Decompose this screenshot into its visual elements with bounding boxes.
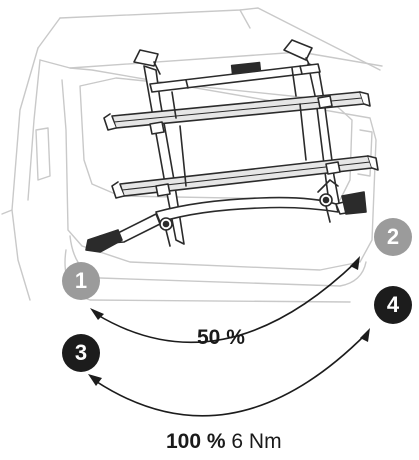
- first-pass-label: 50 %: [197, 326, 245, 349]
- arrowhead-left-first: [90, 308, 104, 320]
- arrowhead-right-first: [350, 256, 360, 270]
- final-pass-percent: 100 %: [166, 430, 226, 453]
- arc-final-pass: [93, 333, 367, 417]
- tightening-arcs: [88, 256, 370, 417]
- arrowhead-left-final: [88, 374, 102, 386]
- arc-first-pass: [95, 261, 357, 344]
- carrier-frame: [85, 39, 379, 253]
- step-3-badge: 3: [62, 334, 100, 372]
- final-pass-torque: 6 Nm: [231, 430, 282, 453]
- final-pass-label: 100 % 6 Nm: [166, 430, 282, 454]
- arrowhead-right-final: [360, 328, 370, 342]
- step-2-badge: 2: [374, 218, 412, 256]
- step-4-badge: 4: [374, 286, 412, 324]
- step-1-badge: 1: [62, 262, 100, 300]
